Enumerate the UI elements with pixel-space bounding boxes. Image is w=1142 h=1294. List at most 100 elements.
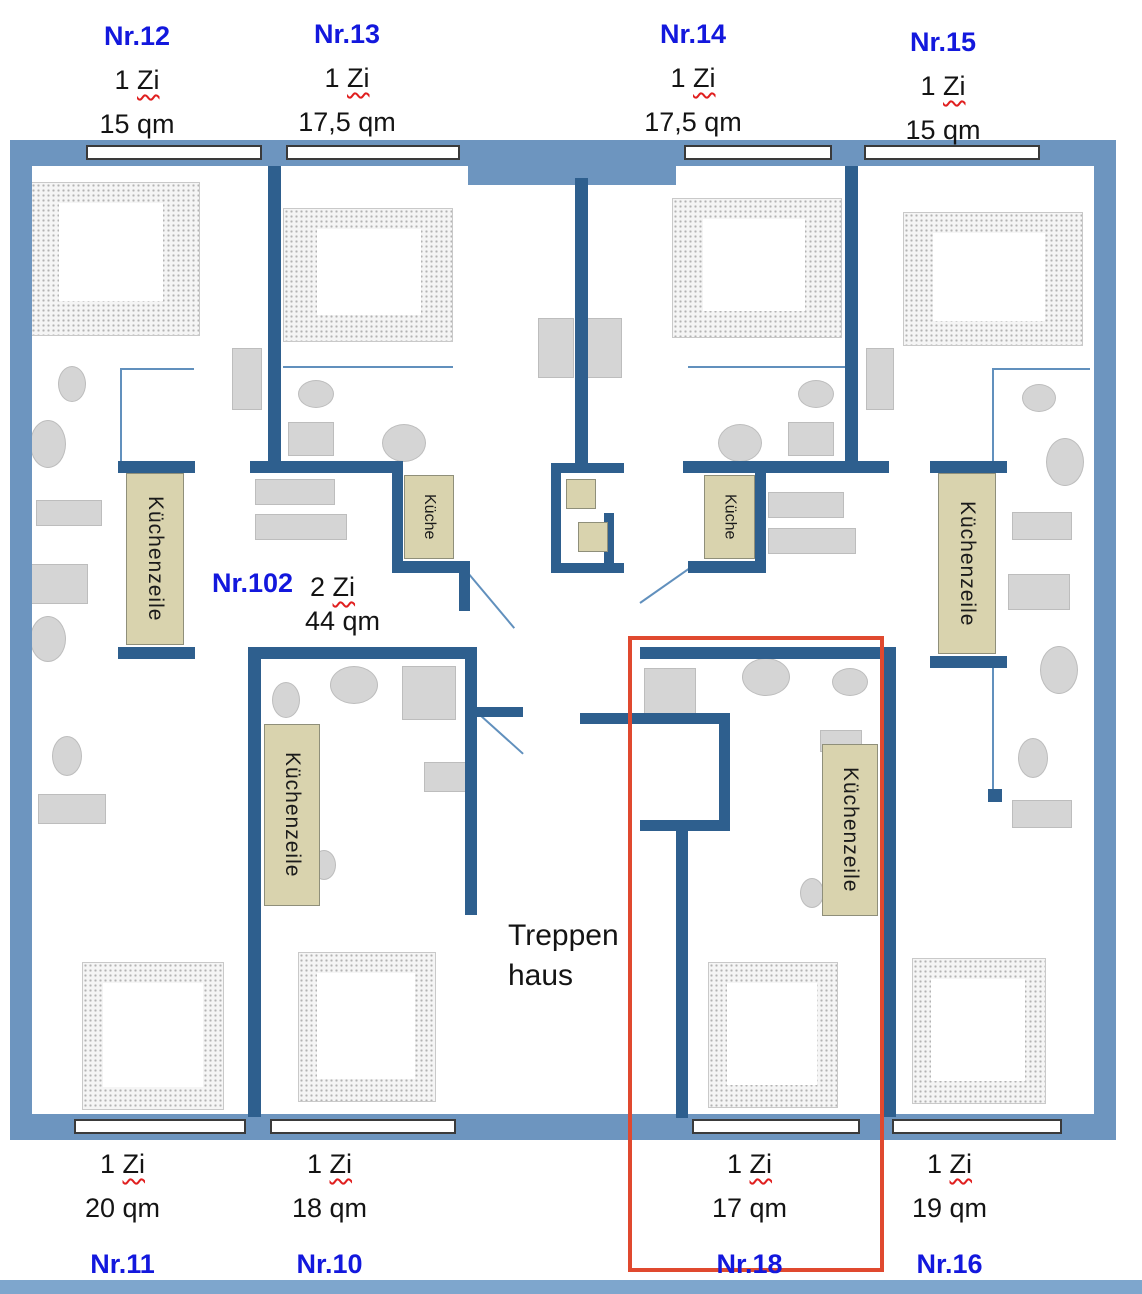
carpet-area <box>912 958 1046 1104</box>
apartment-rooms: 1 Zi <box>324 63 370 93</box>
outer-wall-left <box>10 140 32 1140</box>
counter <box>424 762 470 792</box>
apartment-label-nr15: Nr.15 1 Zi 15 qm <box>858 20 1028 152</box>
toilet-icon <box>1018 738 1048 778</box>
apartment-rooms: 1 Zi <box>920 71 966 101</box>
apartment-area: 15 qm <box>99 109 175 139</box>
apartment-label-nr11: 1 Zi 20 qm Nr.11 <box>35 1142 210 1286</box>
highlight-box-nr18 <box>628 636 884 1272</box>
apartment-area: 17 qm <box>711 1193 788 1223</box>
wall-segment <box>640 647 890 659</box>
kitchenette-strip: Küchenzeile <box>126 473 184 645</box>
apartment-rooms: 1 Zi <box>726 1149 773 1179</box>
counter <box>768 528 856 554</box>
apartment-number: Nr.12 <box>103 21 171 51</box>
window <box>692 1119 860 1134</box>
wall-segment <box>683 461 889 473</box>
wall-segment <box>604 513 614 573</box>
apartment-rooms: 1 Zi <box>99 1149 146 1179</box>
carpet-area <box>82 962 224 1110</box>
apartment-number: Nr.13 <box>313 19 381 49</box>
apartment-area: 15 qm <box>905 115 981 145</box>
partition-line <box>992 656 994 796</box>
window <box>270 1119 456 1134</box>
wall-segment <box>392 461 403 573</box>
apartment-area: 20 qm <box>84 1193 161 1223</box>
stool <box>800 878 824 908</box>
toilet-icon <box>58 366 86 402</box>
sink-icon <box>382 424 426 462</box>
apartment-area: 17,5 qm <box>644 107 742 137</box>
sink-icon <box>1046 438 1084 486</box>
stair-landing <box>566 479 596 509</box>
kitchenette-label: Küchenzeile <box>839 767 862 893</box>
wall-segment <box>755 461 766 573</box>
window <box>86 145 262 160</box>
toilet-icon <box>1022 384 1056 412</box>
counter <box>1012 512 1072 540</box>
partition-line <box>120 368 194 370</box>
toilet-icon <box>272 682 300 718</box>
wall-segment <box>551 463 561 573</box>
window <box>74 1119 246 1134</box>
apartment-label-nr10: 1 Zi 18 qm Nr.10 <box>242 1142 417 1286</box>
wall-segment <box>551 463 624 473</box>
wall-segment <box>884 647 896 1117</box>
bottom-border-strip <box>0 1280 1142 1294</box>
apartment-area: 18 qm <box>291 1193 368 1223</box>
kitchen-label: Küche <box>421 494 438 540</box>
carpet-area <box>903 212 1083 346</box>
toilet-icon <box>798 380 834 408</box>
kitchenette-label: Küchenzeile <box>956 500 979 627</box>
door-swing-line <box>467 572 516 629</box>
wall-segment <box>459 561 470 611</box>
storage <box>538 318 574 378</box>
shower <box>402 666 456 720</box>
partition-line <box>992 368 994 462</box>
apartment-label-nr12: Nr.12 1 Zi 15 qm <box>52 14 222 146</box>
apartment-number: Nr.15 <box>909 27 977 57</box>
wall-segment <box>248 647 261 1117</box>
wall-segment <box>268 166 281 468</box>
wall-segment <box>676 820 688 1118</box>
outer-wall-right <box>1094 140 1116 1140</box>
carpet-inner <box>931 979 1025 1081</box>
toilet-icon <box>832 668 868 696</box>
counter <box>288 422 334 456</box>
apartment-area: 19 qm <box>911 1193 988 1223</box>
wall-segment <box>988 789 1002 802</box>
counter <box>30 564 88 604</box>
apartment-rooms: 1 Zi <box>926 1149 973 1179</box>
apartment-rooms: 1 Zi <box>306 1149 353 1179</box>
wardrobe <box>232 348 262 410</box>
apartment-number: Nr.18 <box>716 1249 783 1279</box>
carpet-inner <box>727 983 817 1085</box>
apartment-number: Nr.10 <box>296 1249 363 1279</box>
stairwell-label: Treppen haus <box>508 919 619 992</box>
carpet-area <box>298 952 436 1102</box>
wall-segment <box>392 561 470 573</box>
partition-line <box>120 368 122 462</box>
sink-icon <box>30 616 66 662</box>
apartment-number: Nr.16 <box>916 1249 983 1279</box>
apartment-label-nr18: 1 Zi 17 qm Nr.18 <box>662 1142 837 1286</box>
apartment-number: Nr.11 <box>90 1249 155 1279</box>
wall-segment <box>250 461 400 473</box>
carpet-inner <box>317 229 421 315</box>
wall-segment <box>930 656 1007 668</box>
sink-icon <box>330 666 378 704</box>
entrance-block <box>468 140 676 185</box>
apartment-area: 17,5 qm <box>298 107 396 137</box>
door-swing-line <box>479 714 524 755</box>
kitchen-room: Küche <box>404 475 454 559</box>
wall-segment <box>688 561 766 573</box>
kitchen-label: Küche <box>721 494 739 540</box>
wall-segment <box>477 707 523 717</box>
wall-segment <box>930 461 1007 473</box>
apartment-area-nr102: 44 qm <box>305 606 381 636</box>
partition-line <box>283 366 453 368</box>
kitchenette-label: Küchenzeile <box>281 752 304 878</box>
carpet-inner <box>59 203 163 301</box>
wall-segment <box>551 563 624 573</box>
